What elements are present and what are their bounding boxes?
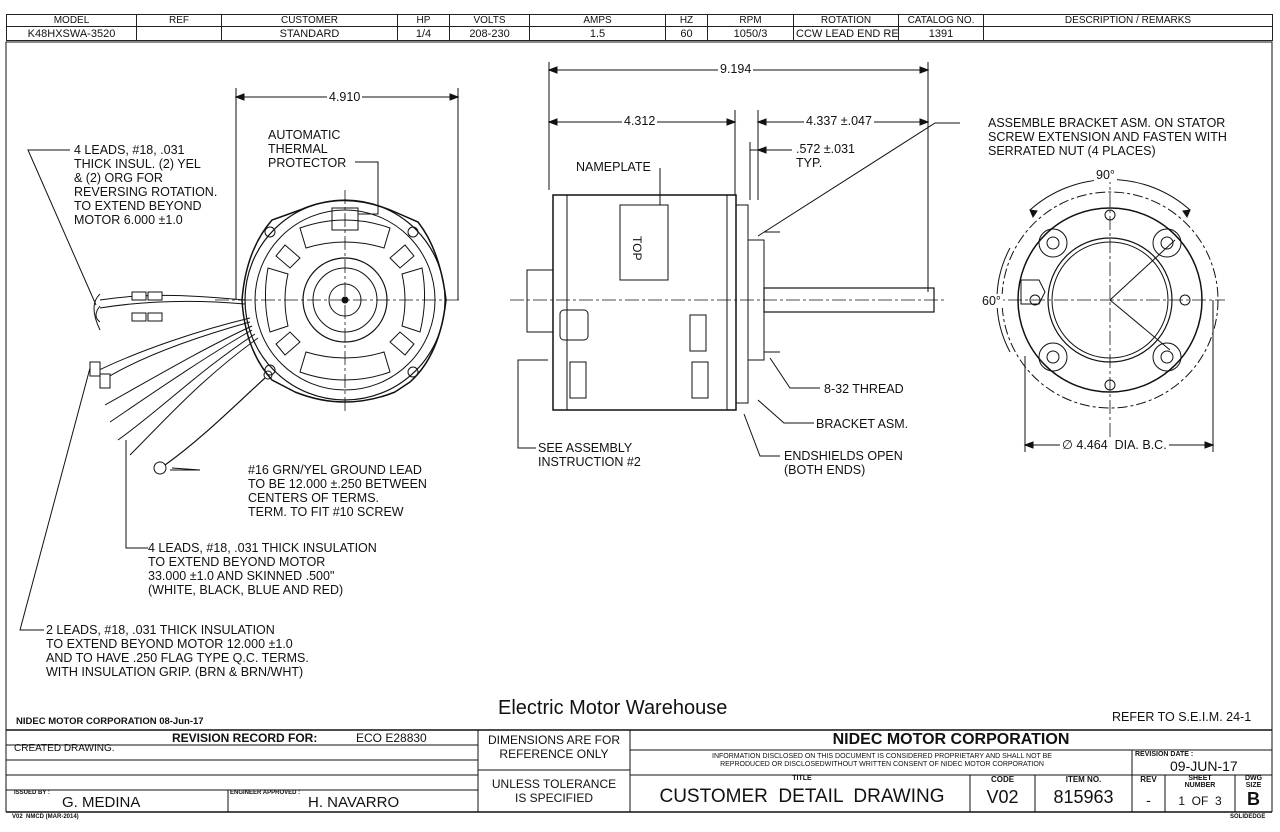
- val-amps: 1.5: [529, 26, 666, 41]
- watermark-text: Electric Motor Warehouse: [498, 697, 728, 719]
- leads-note-two: 2 LEADS, #18, .031 THICK INSULATION TO E…: [46, 623, 309, 679]
- val-catalog: 1391: [898, 26, 984, 41]
- item-number: 815963: [1053, 787, 1114, 807]
- code-value: V02: [986, 787, 1019, 807]
- eco-number: ECO E28830: [356, 731, 427, 745]
- val-model: K48HXSWA-3520: [6, 26, 137, 41]
- proprietary-notice: INFORMATION DISCLOSED ON THIS DOCUMENT I…: [712, 753, 1052, 768]
- title-label: TITLE: [792, 775, 812, 782]
- motor-side-view: [510, 62, 960, 457]
- item-label: ITEM NO.: [1065, 775, 1102, 784]
- issued-by-label: ISSUED BY :: [14, 790, 50, 796]
- revision-date: 09-JUN-17: [1170, 758, 1238, 774]
- company-date-small: NIDEC MOTOR CORPORATION 08-Jun-17: [16, 716, 204, 727]
- refer-note: REFER TO S.E.I.M. 24-1: [1112, 710, 1252, 724]
- spec-table-value-row: K48HXSWA-3520 STANDARD 1/4 208-230 1.5 6…: [6, 26, 1273, 41]
- engineer-label: ENGINEER APPROVED :: [230, 790, 301, 796]
- revision-record-label: REVISION RECORD FOR:: [172, 731, 318, 745]
- angle-60: 60°: [980, 294, 1003, 308]
- val-description: [983, 26, 1273, 41]
- shaft: [763, 287, 935, 313]
- dim-9194: 9.194: [718, 62, 754, 76]
- top-label: TOP: [630, 236, 644, 261]
- dim-4337: 4.337 ±.047: [804, 114, 874, 128]
- dwg-size-label: DWG SIZE: [1244, 775, 1263, 789]
- dim-4312: 4.312: [622, 114, 658, 128]
- title-block-lines: [5, 729, 1273, 813]
- motor-mount-view: [985, 170, 1225, 452]
- val-hz: 60: [665, 26, 708, 41]
- rev-label: REV: [1140, 775, 1157, 784]
- nameplate-label: NAMEPLATE: [576, 160, 651, 174]
- bracket-label: BRACKET ASM.: [816, 417, 909, 431]
- drawing-title: CUSTOMER DETAIL DRAWING: [659, 786, 945, 807]
- engineer-name: H. NAVARRO: [308, 794, 400, 811]
- sheet-number: 1 OF 3: [1178, 794, 1222, 808]
- angle-90: 90°: [1094, 168, 1117, 182]
- dim-572: .572 ±.031 TYP.: [796, 142, 855, 170]
- assemble-bracket-note: ASSEMBLE BRACKET ASM. ON STATOR SCREW EX…: [988, 116, 1227, 158]
- ground-lead-note: #16 GRN/YEL GROUND LEAD TO BE 12.000 ±.2…: [248, 463, 427, 519]
- code-label: CODE: [990, 775, 1015, 784]
- dimensions-note: DIMENSIONS ARE FOR REFERENCE ONLY: [487, 733, 621, 761]
- nameplate-rect: [619, 204, 669, 281]
- motor-end-view: [19, 88, 462, 631]
- dim-4910: 4.910: [327, 90, 363, 104]
- company-name: NIDEC MOTOR CORPORATION: [832, 731, 1070, 748]
- sheet-label: SHEET NUMBER: [1184, 775, 1216, 789]
- endshields-note: ENDSHIELDS OPEN (BOTH ENDS): [784, 449, 903, 477]
- issued-by-name: G. MEDINA: [62, 794, 141, 811]
- spec-table: MODEL REF CUSTOMER HP VOLTS AMPS HZ RPM …: [6, 14, 1273, 41]
- thread-label: 8-32 THREAD: [824, 382, 904, 396]
- see-assembly-note: SEE ASSEMBLY INSTRUCTION #2: [538, 441, 641, 469]
- revision-date-label: REVISION DATE :: [1135, 751, 1194, 758]
- leads-note-four: 4 LEADS, #18, .031 THICK INSULATION TO E…: [148, 541, 377, 597]
- val-rotation: CCW LEAD END REV.: [793, 26, 899, 41]
- leads-note-reversing: 4 LEADS, #18, .031 THICK INSUL. (2) YEL …: [74, 143, 218, 227]
- tolerance-note: UNLESS TOLERANCE IS SPECIFIED: [491, 777, 617, 805]
- created-drawing: CREATED DRAWING.: [14, 743, 115, 754]
- form-number: V02 NMCD (MAR-2014): [12, 814, 79, 820]
- val-volts: 208-230: [449, 26, 530, 41]
- bolt-circle-dim: ∅ 4.464 DIA. B.C.: [1060, 437, 1169, 452]
- rev-value: -: [1146, 792, 1151, 808]
- dwg-size: B: [1247, 789, 1260, 809]
- thermal-protector-label: AUTOMATIC THERMAL PROTECTOR: [268, 128, 347, 170]
- solidedge-mark: SOLIDEDGE: [1230, 814, 1266, 820]
